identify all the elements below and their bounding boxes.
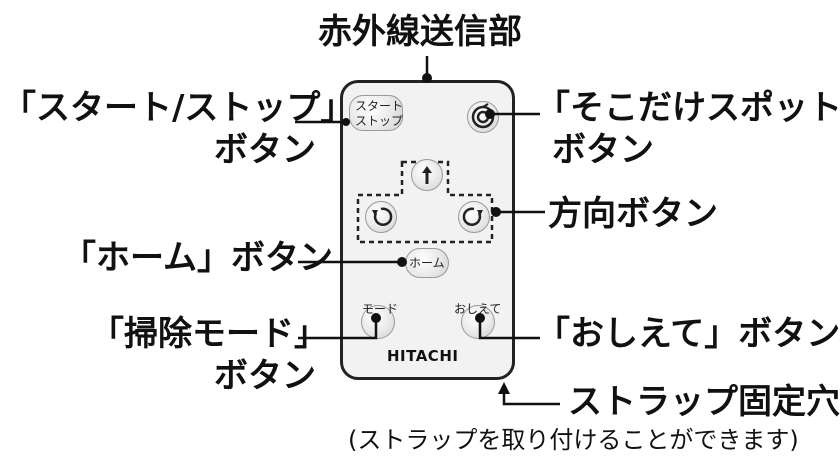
strap-note: (ストラップを取り付けることができます) <box>348 426 799 454</box>
arrow-up-icon <box>422 166 432 184</box>
start-stop-button[interactable]: スタート ストップ <box>349 95 403 131</box>
start-stop-text: スタート <box>355 99 404 113</box>
rotate-right-icon <box>462 207 483 226</box>
rotate-left-icon <box>372 207 393 226</box>
home-text: ホーム <box>409 256 445 270</box>
spot-label-sub: ボタン <box>552 130 654 170</box>
help-label: 「おしえて」ボタン <box>536 314 840 354</box>
mode-label-sub: ボタン <box>214 356 316 396</box>
mode-text: モード <box>362 302 399 316</box>
ir-sender-label: 赤外線送信部 <box>318 12 522 52</box>
remote-body: スタート ストップ ホーム モード <box>340 80 515 380</box>
brand-logo: HITACHI <box>387 347 459 365</box>
strap-label: ストラップ固定穴 <box>568 382 840 422</box>
rotate-right-button[interactable] <box>458 201 490 233</box>
home-label: 「ホーム」ボタン <box>62 238 333 278</box>
rotate-left-button[interactable] <box>365 201 397 233</box>
start-stop-label-sub: ボタン <box>214 130 316 170</box>
help-button[interactable]: おしえて <box>454 302 501 339</box>
mode-label: 「掃除モード」 <box>90 314 328 354</box>
direction-label: 方向ボタン <box>548 194 718 234</box>
spot-label: 「そこだけスポット」 <box>536 88 840 128</box>
up-button[interactable] <box>411 159 443 191</box>
direction-group-outline <box>356 160 494 244</box>
help-text: おしえて <box>454 302 502 316</box>
start-stop-text-sub: ストップ <box>355 114 404 128</box>
